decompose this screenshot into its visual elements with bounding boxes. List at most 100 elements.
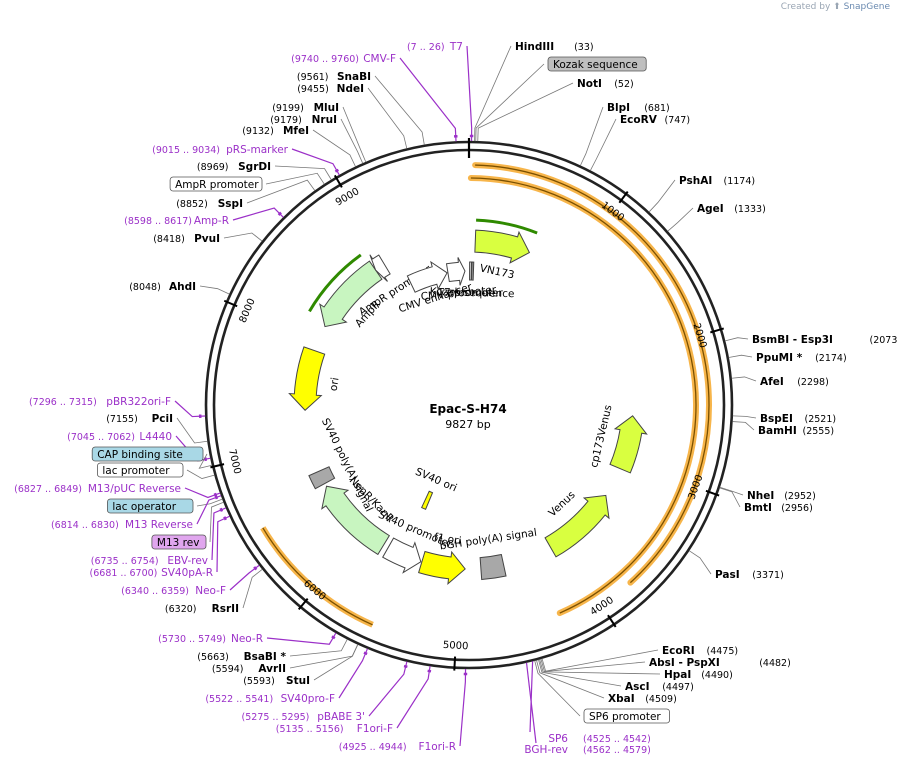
feature-bgh-poly-a-signal: [479, 553, 507, 581]
primer-mark: [403, 664, 408, 669]
site-position: (2952): [784, 491, 816, 502]
site-absi-pspxi: AbsI - PspXI(4482): [649, 657, 791, 669]
site-name: AscI: [625, 681, 650, 693]
label-box: [91, 446, 204, 462]
site-labels: HindIII(33)Kozak sequenceNotI(52)BlpI(68…: [14, 41, 898, 756]
site-name: SP6 promoter: [589, 711, 661, 723]
site-position: (5663): [197, 652, 229, 663]
site-name: BlpI: [607, 102, 630, 114]
site-ndei: NdeI(9455): [297, 83, 364, 95]
tick-mark: [453, 656, 457, 671]
site-name: pRS-marker: [226, 144, 289, 156]
leader-line: [338, 648, 369, 699]
site-nrui: NruI(9179): [270, 114, 337, 126]
feature-ampr: [319, 260, 383, 328]
leader-line: [198, 453, 213, 469]
site-noti: NotI(52): [577, 78, 634, 90]
site-position: (4490): [701, 670, 733, 681]
site-name: EcoRI: [662, 645, 695, 657]
site-ecorv: EcoRV(747): [620, 114, 690, 126]
site-ahdi: AhdI(8048): [129, 281, 196, 293]
primer-mark: [223, 516, 227, 521]
site-name: SspI: [218, 198, 243, 210]
site-m13-puc-reverse: M13/pUC Reverse (6827 .. 6849): [14, 483, 181, 495]
leader-line: [196, 498, 223, 507]
site-lac-promoter: lac promoter: [97, 462, 184, 478]
site-name: CAP binding site: [97, 449, 183, 461]
site-position: (8852): [176, 199, 208, 210]
leader-line: [368, 661, 408, 717]
leader-line: [466, 45, 473, 142]
leader-line: [209, 501, 224, 543]
site-name: SnaBI: [337, 71, 371, 83]
site-name: PpuMI *: [756, 352, 803, 364]
site-name: AmpR promoter: [175, 179, 259, 191]
leader-line: [732, 421, 755, 431]
leader-line: [648, 179, 676, 213]
site-name: SV40pro-F: [281, 693, 335, 705]
site-bspei: BspEI(2521): [760, 413, 836, 425]
primer-mark: [203, 457, 208, 462]
feature-cp173venus: [609, 415, 648, 474]
primer-sp6: SP6(4525 .. 4542): [548, 733, 651, 745]
site-name: PciI: [152, 413, 173, 425]
tick-label: 2000: [690, 322, 708, 350]
leader-line: [174, 400, 206, 418]
leader-line: [728, 354, 753, 358]
label-box: [151, 534, 207, 550]
leader-line: [186, 469, 215, 479]
site-pasi: PasI(3371): [715, 569, 784, 581]
feature-label: ori: [328, 377, 342, 392]
feature-cmv-enhancer: [406, 260, 448, 293]
site-name: Amp-R: [194, 215, 229, 227]
feature-ori: [288, 346, 326, 411]
site-name: NheI: [747, 490, 774, 502]
site-bsmbi-esp3i: BsmBI - Esp3I(2073): [752, 334, 898, 346]
site-position: (8048): [129, 282, 161, 293]
site-position: (5522 .. 5541): [205, 694, 273, 705]
site-bsabi-: BsaBI *(5663): [197, 651, 286, 663]
leader-line: [289, 639, 348, 657]
site-rsrii: RsrII(6320): [165, 603, 239, 615]
site-sv40pa-r: SV40pA-R(6681 .. 6700): [90, 567, 213, 579]
site-name: HindIII: [515, 41, 554, 53]
leader-line: [529, 661, 534, 733]
tick-mark: [618, 190, 629, 204]
site-pbr322ori-f: pBR322ori-F(7296 .. 7315): [29, 396, 171, 408]
site-prs-marker: pRS-marker(9015 .. 9034): [152, 144, 289, 156]
feature-label: Venus: [546, 489, 577, 519]
site-position: (5593): [243, 676, 275, 687]
site-amp-r: Amp-R(8598 .. 8617): [124, 215, 229, 227]
site-l4440: L4440(7045 .. 7062): [67, 431, 172, 443]
site-position: (6735 .. 6754): [91, 556, 159, 567]
feature-sv40-poly-a-signal: [308, 466, 336, 490]
site-name: F1ori-R: [419, 741, 456, 753]
leader-line: [211, 507, 227, 561]
site-position: (5730 .. 5749): [158, 634, 226, 645]
orf-arc-green-0: [476, 218, 538, 235]
site-agei: AgeI(1333): [697, 203, 766, 215]
leader-line: [265, 172, 325, 185]
leader-line: [266, 632, 337, 645]
site-name: EBV-rev: [167, 555, 208, 567]
site-pvui: PvuI(8418): [153, 233, 220, 245]
site-position: (6827 .. 6849): [14, 484, 82, 495]
feature-label: cp173Venus: [588, 404, 614, 469]
site-pcii: PciI(7155): [106, 413, 173, 425]
site-name: M13/pUC Reverse: [88, 483, 181, 495]
site-name: NruI: [312, 114, 337, 126]
primer-mark: [253, 566, 258, 571]
site-name: T7: [449, 41, 463, 53]
tick-mark: [705, 489, 720, 497]
site-position: (747): [665, 115, 691, 126]
site-position: (1333): [734, 204, 766, 215]
label-box: [97, 462, 184, 478]
tick-label: 5000: [443, 640, 469, 652]
primer-mark: [363, 651, 368, 656]
site-hpai: HpaI(4490): [664, 669, 733, 681]
site-avrii: AvrII(5594): [212, 663, 286, 675]
site-position: (4475): [707, 646, 739, 657]
site-sv40pro-f: SV40pro-F (5522 .. 5541): [205, 693, 335, 705]
site-position: (8969): [197, 162, 229, 173]
leader-line: [459, 668, 467, 747]
